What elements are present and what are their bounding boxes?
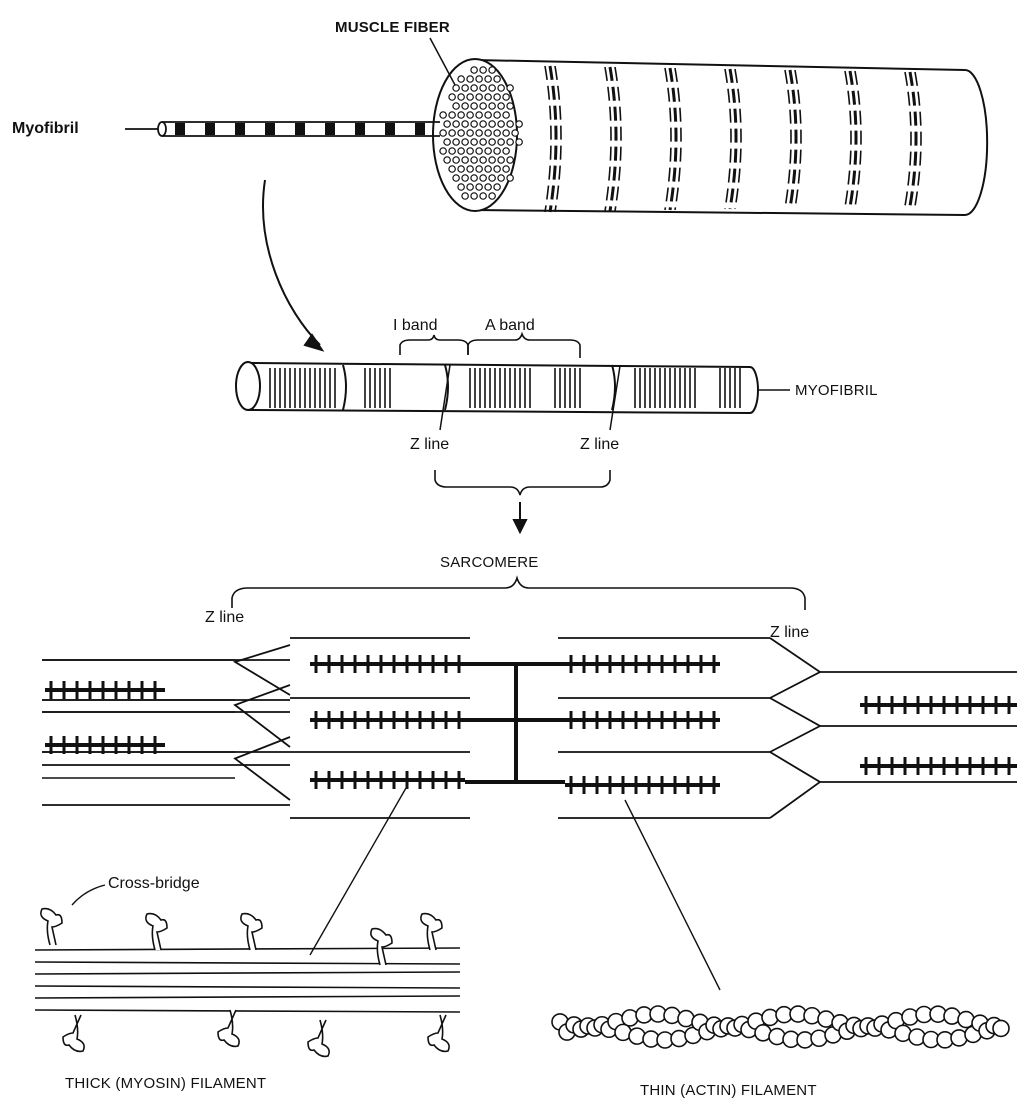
i-band-label: I band: [393, 318, 437, 334]
myofibril-label-right: MYOFIBRIL: [795, 383, 878, 398]
z-line-label-3: Z line: [205, 610, 244, 626]
cross-bridge-label: Cross-bridge: [108, 876, 200, 892]
sarcomere-label: SARCOMERE: [440, 555, 538, 570]
myofibril-label-left: Myofibril: [12, 121, 79, 137]
z-line-label-4: Z line: [770, 625, 809, 641]
thin-filament-label: THIN (ACTIN) FILAMENT: [640, 1083, 817, 1098]
z-line-label-2: Z line: [580, 437, 619, 453]
a-band-label: A band: [485, 318, 535, 334]
thick-filament-label: THICK (MYOSIN) FILAMENT: [65, 1076, 266, 1091]
z-line-label-1: Z line: [410, 437, 449, 453]
